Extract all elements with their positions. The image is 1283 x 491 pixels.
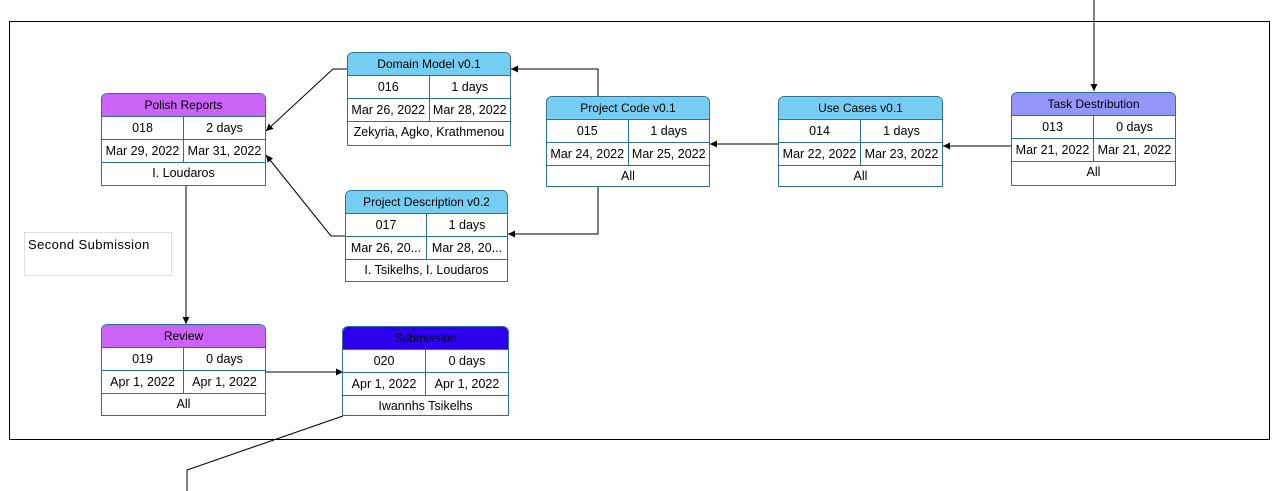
node-id: 013: [1042, 120, 1063, 134]
node-title: Task Destribution: [1012, 93, 1175, 116]
node-resources: I. Loudaros: [152, 166, 215, 180]
node-title: Project Description v0.2: [346, 191, 507, 214]
edge-code-domain: [511, 65, 599, 96]
node-title: Review: [102, 325, 265, 348]
node-submission[interactable]: Submission 020 0 days Apr 1, 2022 Apr 1, 2…: [342, 326, 509, 416]
node-id: 019: [132, 352, 153, 366]
diagram-frame: [9, 21, 1270, 440]
node-title: Project Code v0.1: [547, 97, 709, 120]
node-finish: Mar 21, 2022: [1093, 139, 1175, 161]
node-id: 016: [377, 80, 399, 94]
node-resources: All: [1086, 165, 1101, 179]
node-title: Submission: [343, 327, 508, 350]
node-duration: 0 days: [1093, 116, 1175, 138]
node-start: Mar 24, 2022: [550, 147, 625, 161]
node-finish: Mar 28, 2022: [428, 99, 511, 121]
node-id: 015: [576, 124, 598, 138]
node-finish: Mar 25, 2022: [627, 143, 710, 165]
node-resources: All: [621, 169, 635, 183]
node-title: Use Cases v0.1: [779, 97, 942, 120]
edge-description-polish: [265, 154, 346, 237]
node-duration: 0 days: [425, 350, 508, 372]
node-domain-model[interactable]: Domain Model v0.1 016 1 days Mar 26, 2022…: [347, 52, 511, 146]
node-title: Domain Model v0.1: [348, 53, 510, 76]
node-finish: Apr 1, 2022: [183, 371, 265, 393]
node-resources: I. Tsikelhs, I. Loudaros: [364, 263, 489, 277]
node-duration: 0 days: [183, 348, 265, 370]
node-duration: 1 days: [428, 76, 511, 98]
node-id: 014: [809, 124, 830, 138]
node-start: Apr 1, 2022: [110, 375, 175, 389]
edge-submission-outgoing: [186, 415, 344, 491]
node-project-code[interactable]: Project Code v0.1 015 1 days Mar 24, 2022…: [546, 96, 710, 187]
note-text: Second Submission: [28, 237, 150, 252]
node-duration: 1 days: [627, 120, 710, 142]
edge-domain-polish: [265, 68, 348, 132]
node-finish: Apr 1, 2022: [425, 373, 508, 395]
node-id: 017: [375, 218, 397, 232]
node-resources: Iwannhs Tsikelhs: [378, 399, 473, 413]
edge-code-description: [508, 187, 599, 238]
node-finish: Mar 28, 20...: [426, 237, 507, 259]
note-second-submission: Second Submission: [24, 232, 172, 276]
node-finish: Mar 23, 2022: [860, 143, 942, 165]
node-title: Polish Reports: [102, 94, 265, 117]
node-start: Mar 29, 2022: [105, 144, 180, 158]
node-id: 018: [132, 121, 153, 135]
node-duration: 2 days: [183, 117, 265, 139]
node-id: 020: [373, 354, 395, 368]
node-start: Mar 26, 20...: [350, 241, 422, 255]
node-start: Mar 22, 2022: [782, 147, 857, 161]
node-start: Mar 26, 2022: [351, 103, 426, 117]
node-finish: Mar 31, 2022: [183, 140, 265, 162]
node-start: Apr 1, 2022: [351, 377, 417, 391]
node-duration: 1 days: [860, 120, 942, 142]
node-duration: 1 days: [426, 214, 507, 236]
node-resources: All: [176, 397, 191, 411]
node-project-description[interactable]: Project Description v0.2 017 1 days Mar 2…: [345, 190, 508, 282]
node-start: Mar 21, 2022: [1015, 143, 1090, 157]
node-resources: All: [853, 169, 868, 183]
node-resources: Zekyria, Agko, Krathmenou: [353, 125, 505, 139]
node-task-destribution[interactable]: Task Destribution 013 0 days Mar 21, 2022…: [1011, 92, 1176, 186]
